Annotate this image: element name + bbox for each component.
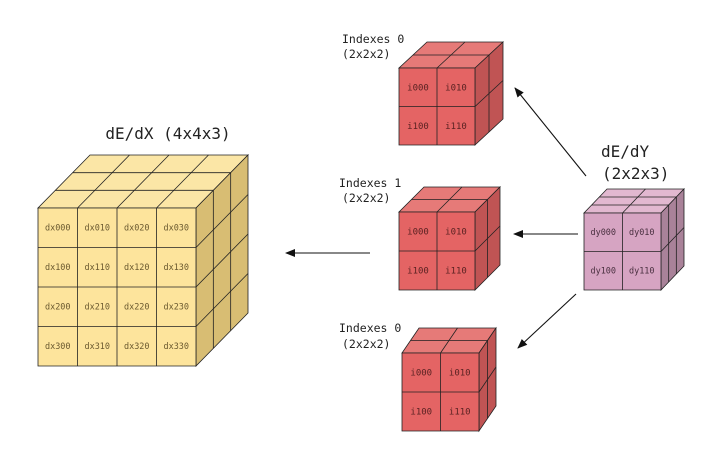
dy-cube-title: dE/dY <box>601 142 650 161</box>
cube-cell-label: dx000 <box>45 224 71 234</box>
index-cube-bottom: i000 i010 i100 i110 <box>401 326 497 433</box>
cube-cell-label: dx220 <box>124 303 150 313</box>
cube-cell-label: dx230 <box>163 303 189 313</box>
cube-cell-label: dx110 <box>84 263 110 273</box>
cube-cell-label: dy110 <box>629 267 655 277</box>
cube-cell-label: dx010 <box>84 224 110 234</box>
cube-cell-label: i100 <box>407 122 429 132</box>
index-cube-middle-shape: (2x2x2) <box>342 191 390 205</box>
cube-cell-label: i000 <box>410 369 432 379</box>
arrow-dy-to-index-top <box>514 87 587 177</box>
cube-grid-line <box>195 194 249 248</box>
index-cube-bottom-shape: (2x2x2) <box>342 337 390 351</box>
cube-cell-label: i000 <box>407 228 429 238</box>
cube-cell-label: dx330 <box>163 342 189 352</box>
index-cube-bottom-title: Indexes 0 <box>339 321 401 335</box>
dx-cube-title: dE/dX (4x4x3) <box>105 124 230 143</box>
cube-cell-label: i110 <box>445 267 467 277</box>
cube-cell-label: dy100 <box>590 267 616 277</box>
cube-grid-line <box>195 233 249 288</box>
index-cube-middle-title: Indexes 1 <box>339 176 401 190</box>
cube-cell-label: dx310 <box>84 342 110 352</box>
cube-grid-line <box>660 227 685 252</box>
cube-grid-line <box>156 154 209 209</box>
cube-cell-label: i110 <box>445 122 467 132</box>
cube-grid-line <box>436 186 463 213</box>
dy-cube: dy000 dy010 dy100 dy110 <box>583 188 685 291</box>
index-cube-top: i000 i010 i100 i110 <box>397 41 505 146</box>
index-cube-top-shape: (2x2x2) <box>342 47 390 61</box>
cube-grid-line <box>77 154 130 209</box>
cube-cell-label: dx100 <box>45 263 71 273</box>
cube-grid-line <box>440 327 458 354</box>
cube-cell-label: dx200 <box>45 303 71 313</box>
cube-grid-line <box>474 80 504 107</box>
cube-cell-label: dx120 <box>124 263 150 273</box>
cube-grid-line <box>622 188 646 214</box>
index-cube-middle: i000 i010 i100 i110 <box>398 186 501 291</box>
cube-cell-label: i010 <box>445 83 467 93</box>
cube-grid-line <box>195 273 249 327</box>
arrow-dy-to-index-bottom <box>517 293 577 349</box>
cube-cell-label: dx130 <box>163 263 189 273</box>
cube-cell-label: i000 <box>407 83 429 93</box>
dy-cube-shape: (2x2x3) <box>602 164 669 183</box>
cube-cell-label: i010 <box>449 369 471 379</box>
cube-cell-label: dx320 <box>124 342 150 352</box>
cube-cell-label: dy000 <box>590 228 616 238</box>
cube-cell-label: dx020 <box>124 224 150 234</box>
cube-grid-line <box>478 366 497 393</box>
cube-cell-label: dx030 <box>163 224 189 234</box>
cube-cell-label: dx300 <box>45 342 71 352</box>
cube-cell-label: i010 <box>445 228 467 238</box>
cube-grid-line <box>116 154 170 209</box>
cube-grid-line <box>474 225 501 252</box>
cube-cell-label: i100 <box>410 408 432 418</box>
dx-cube: dx000 dx010 dx020 dx030 dx100 dx110 dx120 dx130… <box>37 154 249 367</box>
cube-cell-label: dy010 <box>629 228 655 238</box>
cube-grid-line <box>436 41 466 69</box>
index-cube-top-title: Indexes 0 <box>342 32 404 46</box>
cube-cell-label: dx210 <box>84 303 110 313</box>
cube-cell-label: i100 <box>407 267 429 277</box>
cube-cell-label: i110 <box>449 408 471 418</box>
